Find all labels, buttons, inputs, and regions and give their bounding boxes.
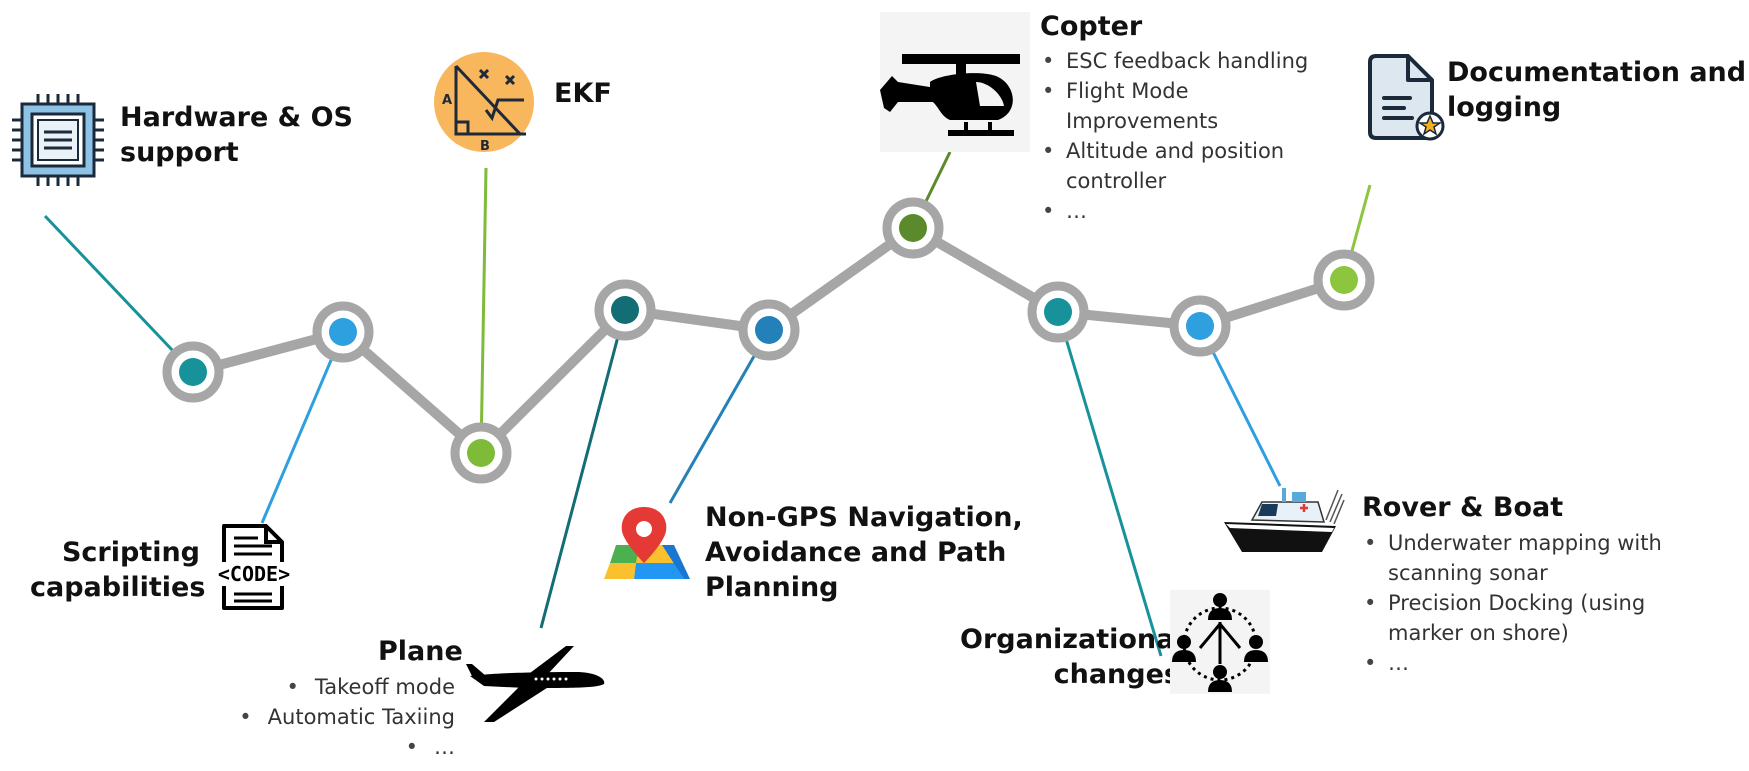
helicopter-icon — [880, 12, 1030, 152]
plane-bullet: … — [200, 732, 455, 762]
rover-bullet-cont: scanning sonar — [1388, 561, 1548, 585]
rover-bullet-cont: marker on shore) — [1388, 621, 1569, 645]
ekf-node-dot — [467, 439, 495, 467]
copter-bullet: … — [1038, 196, 1308, 226]
navigation-leader-line — [668, 329, 771, 504]
people-network-icon — [1170, 590, 1270, 694]
docs-node-dot — [1330, 266, 1358, 294]
rover-label: Rover & Boat — [1362, 492, 1564, 523]
copter-label: Copter — [1040, 11, 1143, 42]
copter-bullet-cont: controller — [1066, 169, 1167, 193]
copter-bullet: Altitude and position — [1038, 136, 1308, 166]
rover-node-dot — [1186, 312, 1214, 340]
geometry-triangle-icon: A B — [434, 52, 534, 152]
boat-icon — [1224, 488, 1345, 552]
rover-bullets: Underwater mapping with scanning sonar P… — [1360, 528, 1662, 678]
hardware-leader-line — [43, 214, 195, 374]
copter-bullets: ESC feedback handling Flight Mode Improv… — [1038, 46, 1308, 226]
plane-bullets: Takeoff mode Automatic Taxiing … — [200, 672, 455, 762]
airplane-icon — [466, 646, 605, 722]
scripting-leader-line — [260, 331, 345, 524]
plane-leader-line — [539, 309, 627, 629]
copter-bullet-cont: Improvements — [1066, 109, 1219, 133]
svg-text:B: B — [480, 139, 490, 152]
map-pin-icon — [604, 507, 690, 579]
ekf-label: EKF — [554, 78, 612, 109]
ekf-leader-line — [479, 167, 488, 454]
svg-text:<CODE>: <CODE> — [218, 562, 290, 586]
cpu-chip-icon — [12, 94, 104, 186]
rover-bullet: … — [1360, 648, 1662, 678]
navigation-node-dot — [755, 316, 783, 344]
copter-bullet: ESC feedback handling — [1038, 46, 1308, 76]
code-file-icon: <CODE> — [214, 524, 294, 610]
svg-text:A: A — [442, 93, 452, 108]
plane-label: Plane — [378, 636, 463, 667]
rover-bullet: Precision Docking (using — [1360, 588, 1662, 618]
copter-bullet: Flight Mode — [1038, 76, 1308, 106]
organizational-leader-line — [1056, 311, 1163, 657]
organizational-node-dot — [1044, 298, 1072, 326]
plane-node-dot — [611, 296, 639, 324]
copter-node-dot — [899, 214, 927, 242]
rover-bullet: Underwater mapping with — [1360, 528, 1662, 558]
document-star-icon — [1368, 54, 1445, 141]
plane-bullet: Takeoff mode — [200, 672, 455, 702]
hardware-node-dot — [179, 358, 207, 386]
scripting-node-dot — [329, 318, 357, 346]
plane-bullet: Automatic Taxiing — [200, 702, 455, 732]
